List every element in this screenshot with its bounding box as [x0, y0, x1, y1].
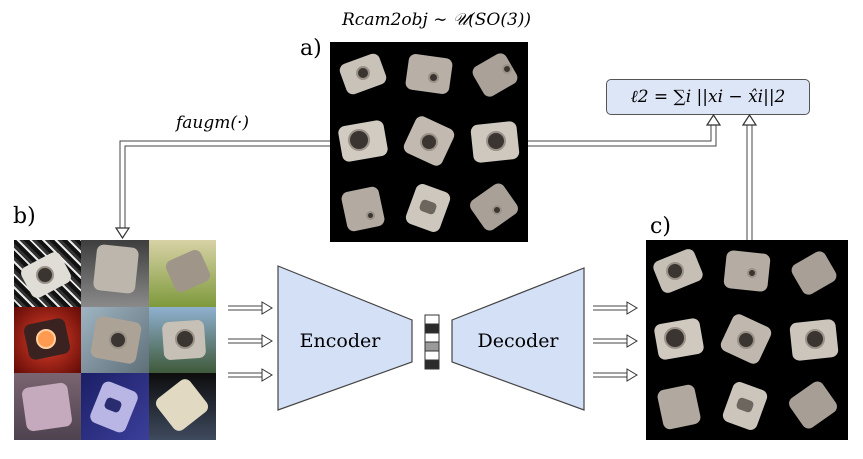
latent-code-cell — [424, 323, 440, 334]
decoder-output-arrows — [593, 301, 638, 382]
input-b2 — [81, 240, 149, 307]
loss-formula: ℓ2 = ∑i ||xi − x̂i||2 — [630, 87, 786, 107]
grid-b-augmented-inputs — [14, 240, 216, 440]
grid-a-training-views — [330, 42, 528, 242]
loss-box: ℓ2 = ∑i ||xi − x̂i||2 — [606, 79, 810, 115]
augmentation-label: faugm(·) — [176, 113, 250, 133]
recon-c1 — [646, 240, 713, 307]
view-a4 — [330, 109, 396, 176]
input-b6 — [148, 306, 216, 374]
latent-code — [424, 314, 440, 370]
panel-c-label: c) — [650, 214, 671, 239]
view-a6 — [462, 109, 528, 176]
grid-c-reconstructions — [646, 240, 848, 440]
rotation-prior-label: Rcam2obj ∼ 𝒰(SO(3)) — [342, 10, 532, 30]
latent-code-cell — [424, 332, 440, 343]
view-a9 — [462, 175, 528, 242]
panel-b-label: b) — [13, 204, 36, 229]
latent-code-cell — [424, 314, 440, 325]
recon-c5 — [713, 307, 780, 374]
encoder-block — [277, 265, 413, 411]
view-a5 — [396, 109, 462, 176]
view-a7 — [330, 175, 396, 242]
input-b7 — [14, 373, 82, 440]
recon-c4 — [646, 307, 713, 374]
reconstruction-arrow — [741, 113, 758, 240]
encoder-input-arrows — [228, 301, 273, 382]
input-b5 — [81, 306, 149, 374]
input-b9 — [148, 373, 216, 440]
input-b4 — [14, 306, 82, 374]
view-a2 — [396, 42, 462, 109]
decoder-label: Decoder — [477, 330, 559, 352]
decoder-block — [451, 267, 585, 411]
input-b1 — [14, 240, 82, 307]
input-b8 — [81, 373, 149, 440]
recon-c6 — [781, 307, 848, 374]
panel-a-label: a) — [300, 36, 322, 61]
view-a1 — [330, 42, 396, 109]
target-arrow — [528, 113, 722, 147]
view-a3 — [462, 42, 528, 109]
recon-c2 — [713, 240, 780, 307]
latent-code-cell — [424, 341, 440, 352]
latent-code-cell — [424, 350, 440, 361]
encoder-label: Encoder — [300, 330, 382, 352]
augmentation-arrow — [114, 140, 330, 240]
latent-code-cell — [424, 359, 440, 370]
input-b3 — [148, 240, 216, 307]
